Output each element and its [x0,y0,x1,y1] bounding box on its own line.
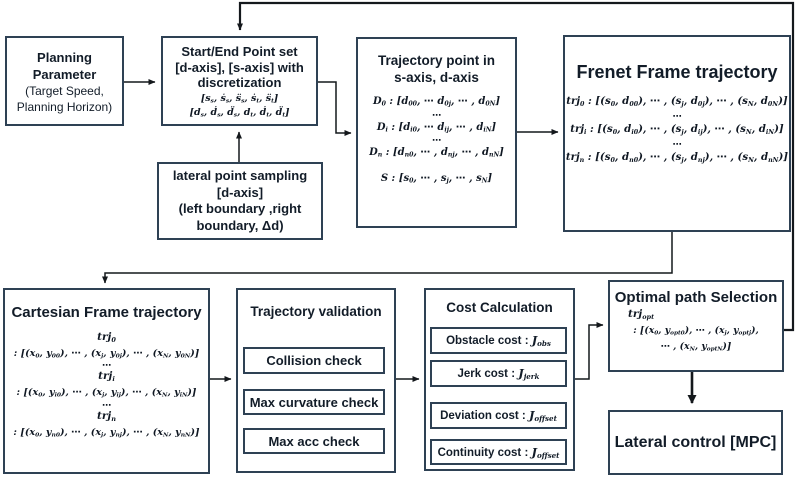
cartesian-math-trji-label: trji [98,370,115,384]
frenet-math-ellipsis1: ⋯ [672,111,682,122]
arrow-feedback-optimal-to-startend [237,1,795,332]
cartesian-math-trji: : [(x0, yi0), ⋯ , (xj, yij), ⋯ , (xN, yi… [16,387,197,399]
cartesian-math-trjn-label: trjn [97,409,116,423]
trajpoint-math-ellipsis2: ⋯ [432,136,441,147]
trajpoint-math-s: S : [s0, ⋯ , sj, ⋯ , sN] [380,173,493,185]
trajectory-validation-box: Trajectory validation Collision check Ma… [236,288,396,473]
trajectory-point-box: Trajectory point in s-axis, d-axis D0 : … [356,37,517,228]
cartesian-math-trj0: : [(x0, y00), ⋯ , (xj, y0j), ⋯ , (xN, y0… [13,347,200,360]
lateral-control-label: Lateral control [MPC] [614,433,777,451]
optimal-title: Optimal path Selection [614,289,778,306]
deviation-cost-box: Deviation cost : Joffset [430,402,567,429]
trajpoint-math-ellipsis1: ⋯ [432,110,441,121]
startend-title-line2: [d-axis], [s-axis] with [175,59,304,75]
frenet-frame-box: Frenet Frame trajectory trj0 : [(s0, d00… [563,35,791,232]
planning-subtitle-line2: Planning Horizon) [16,100,113,114]
trajpoint-title-line2: s-axis, d-axis [394,70,479,85]
jerk-cost-label: Jerk cost : Jjerk [457,366,540,381]
deviation-cost-label: Deviation cost : Joffset [440,408,557,423]
startend-math-s: [ss, ṡs, s̈s, ṡt, s̈t] [200,92,279,105]
trajpoint-math-dn: Dn : [dn0, ⋯ , dnj, ⋯ , dnN] [369,147,504,160]
max-curvature-check-label: Max curvature check [249,394,379,410]
max-acc-check-box: Max acc check [243,428,385,454]
max-curvature-check-box: Max curvature check [243,389,385,415]
frenet-math-trj0: trj0 : [(s0, d00), ⋯ , (sj, d0j), ⋯ , (s… [566,95,788,108]
start-end-point-box: Start/End Point set [d-axis], [s-axis] w… [161,36,318,126]
cartesian-math-ellipsis1: ⋯ [102,361,111,372]
startend-title-line3: discretization [197,75,282,90]
lateral-subtitle-line2: boundary, Δd) [196,217,284,233]
lateral-subtitle-line1: (left boundary ,right [178,201,302,216]
planning-title-line2: Parameter [32,67,97,82]
lateral-control-box: Lateral control [MPC] [608,410,783,475]
startend-title-line1: Start/End Point set [181,44,298,59]
cartesian-frame-box: Cartesian Frame trajectory trj0 : [(x0, … [3,288,210,474]
validation-title: Trajectory validation [250,304,382,319]
cartesian-math-ellipsis2: ⋯ [102,400,111,411]
cartesian-math-trjn: : [(x0, yn0), ⋯ , (xj, ynj), ⋯ , (xN, yn… [13,426,200,439]
lateral-title-line1: lateral point sampling [172,168,308,183]
jerk-cost-box: Jerk cost : Jjerk [430,360,567,387]
obstacle-cost-box: Obstacle cost : Jobs [430,327,567,354]
frenet-math-ellipsis2: ⋯ [672,139,682,150]
arrow-frenet-to-cartesian [102,232,673,284]
lateral-title-line2: [d-axis] [216,184,264,200]
planning-parameter-box: Planning Parameter (Target Speed, Planni… [5,36,124,126]
optimal-path-selection-box: Optimal path Selection trjopt : [(x0, yo… [608,280,784,372]
continuity-cost-label: Continuity cost : Joffset [437,444,560,460]
cartesian-title: Cartesian Frame trajectory [11,304,202,321]
planning-subtitle-line1: (Target Speed, [25,84,104,98]
collision-check-label: Collision check [266,353,362,368]
frenet-title: Frenet Frame trajectory [576,62,778,82]
frenet-math-trji: trji : [(s0, di0), ⋯ , (sj, dij), ⋯ , (s… [570,122,784,136]
cost-title: Cost Calculation [446,300,553,315]
arrow-startend-to-trajpoint [318,81,352,136]
trajpoint-math-di: Di : [di0, ⋯ dij, ⋯ , diN] [376,121,497,134]
optimal-math-trjopt: trjopt [628,308,655,321]
optimal-math-line2: ⋯ , (xN, yoptN)] [660,341,732,354]
trajpoint-math-d0: D0 : [d00, ⋯ d0j, ⋯ , d0N] [372,96,501,108]
collision-check-box: Collision check [243,347,385,374]
obstacle-cost-label: Obstacle cost : Jobs [446,333,551,348]
planning-title-line1: Planning [37,50,92,65]
lateral-sampling-box: lateral point sampling [d-axis] (left bo… [157,162,323,240]
max-acc-check-label: Max acc check [268,433,360,449]
optimal-math-line1: : [(x0, yopt0), ⋯ , (xj, yoptj), [633,324,759,337]
cost-calculation-box: Cost Calculation Obstacle cost : Jobs Je… [424,288,575,471]
arrow-cost-to-optimal [575,322,604,380]
frenet-math-trjn: trjn : [(s0, dn0), ⋯ , (sj, dnj), ⋯ , (s… [565,150,789,164]
cartesian-math-trj0-label: trj0 [97,331,116,344]
startend-math-d: [ds, ḋs, d̈s, dt, ḋt, d̈t] [189,107,290,119]
continuity-cost-box: Continuity cost : Joffset [430,439,567,465]
trajpoint-title-line1: Trajectory point in [377,53,496,68]
